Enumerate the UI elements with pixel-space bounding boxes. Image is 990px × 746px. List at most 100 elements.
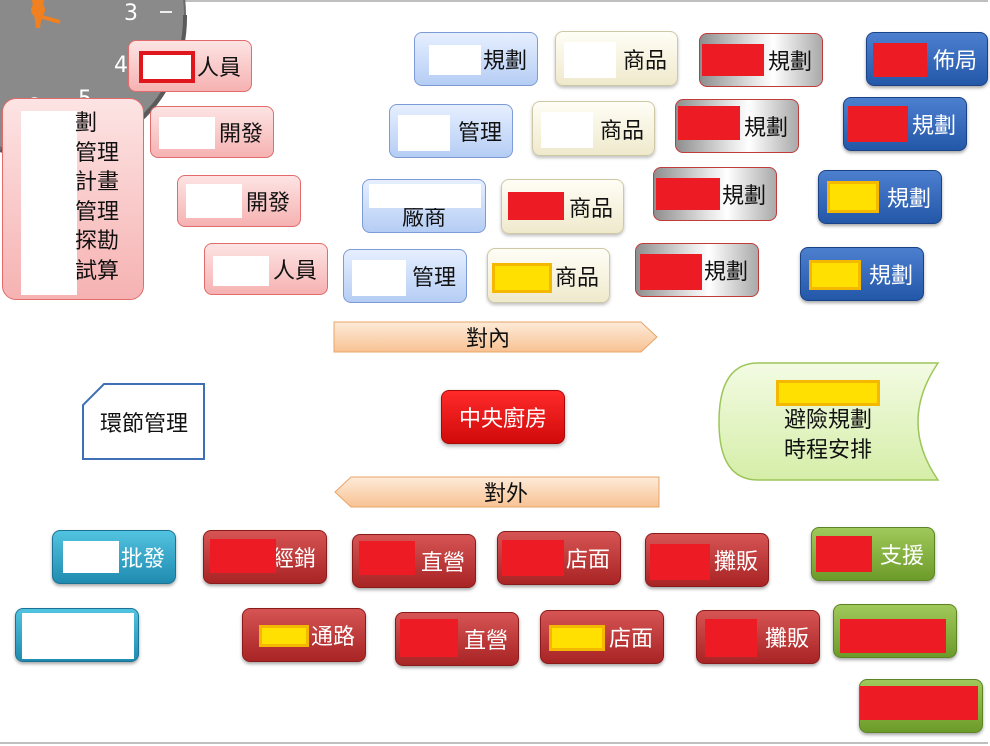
col5-box[interactable]: 規劃 [800,247,924,301]
redaction-block [186,184,242,218]
col3-box[interactable]: 商品 [555,31,678,86]
redaction-block [210,539,276,573]
bottom2-box[interactable]: 攤販 [696,610,820,664]
redaction-block [656,178,720,210]
gauge-tick-4: 4 [114,53,128,78]
redaction-block [860,686,978,720]
col4-label: 規劃 [721,184,766,209]
col5-box[interactable]: 佈局 [866,32,988,86]
redaction-block [873,43,927,77]
bottom1-label: 支援 [879,544,924,569]
gauge-tick-3: 3 [124,1,138,26]
col4-box[interactable]: 規劃 [635,243,759,297]
col2-label: 管理 [457,121,502,146]
bottom2-box[interactable]: 店面 [540,610,664,664]
redaction-block [400,619,458,657]
redaction-block [429,45,481,75]
redaction-block [63,541,119,573]
redaction-block [502,540,564,576]
redaction-block [702,44,764,76]
bottom2-box[interactable] [15,608,139,662]
left-stack-box[interactable]: 劃 管理 計畫 管理 探勘 試算 [2,98,144,300]
bottom1-box[interactable]: 攤販 [645,533,769,587]
bottom1-label: 經銷 [271,547,316,572]
left-stack-line: 管理 [75,199,120,225]
bottom2-label: 直營 [463,629,508,654]
col2-box[interactable]: 規劃 [414,32,538,86]
redaction-block [640,254,702,290]
bottom2-box[interactable] [833,604,957,658]
redaction-block [508,192,564,220]
redaction-block [549,625,605,651]
col1-box[interactable]: 人員 [128,40,252,92]
bottom1-box[interactable]: 直營 [352,534,476,588]
redaction-block [848,106,908,142]
bottom2-box[interactable]: 直營 [395,612,519,666]
redaction-block [776,378,880,408]
col1-box[interactable]: 開發 [177,175,301,227]
bottom1-box[interactable]: 店面 [497,531,621,585]
col1-label: 開發 [218,122,263,147]
extra-green-box[interactable] [859,679,983,733]
gauge-hub [31,3,45,17]
col3-box[interactable]: 商品 [501,179,624,234]
redaction-block [564,42,616,78]
redaction-block [541,112,593,148]
bottom1-box[interactable]: 經銷 [203,530,327,584]
col2-box[interactable]: 管理 [343,249,467,303]
redaction-block [827,181,879,213]
col4-box[interactable]: 規劃 [653,167,777,221]
col1-box[interactable]: 人員 [204,243,328,295]
bottom1-label: 攤販 [713,550,758,575]
col4-box[interactable]: 規劃 [675,99,799,153]
col3-label: 商品 [599,118,644,144]
col4-box[interactable]: 規劃 [699,33,823,87]
left-stack-line: 劃 [75,111,98,136]
note-shape [82,383,205,460]
bottom2-box[interactable]: 通路 [242,608,366,662]
redaction-block [159,117,215,149]
col3-box[interactable]: 商品 [532,101,655,156]
bottom1-box[interactable]: 支援 [811,527,935,581]
note-label: 環節管理 [99,412,188,437]
arrow-outward-label: 對外 [483,482,528,507]
central-kitchen-label: 中央廚房 [458,407,547,432]
col4-label: 規劃 [743,116,788,141]
col1-box[interactable]: 開發 [150,106,274,158]
redaction-block [398,115,450,151]
redaction-block [21,111,77,295]
col3-box[interactable]: 商品 [487,248,610,303]
scroll-shape [718,362,940,481]
redaction-block [352,260,406,296]
col2-box[interactable]: 管理 [389,104,513,158]
col2-label: 規劃 [482,49,527,74]
col2-label: 廠商 [401,206,446,231]
redaction-block [816,536,872,572]
redaction-block [650,544,710,580]
bottom1-label: 批發 [120,547,165,572]
bottom1-box[interactable]: 批發 [52,530,176,584]
redaction-block [776,380,880,406]
redaction-block [359,541,415,575]
redaction-block [369,184,481,208]
redaction-block [139,51,195,83]
left-stack-line: 探勘 [75,229,120,254]
col5-box[interactable]: 規劃 [843,97,967,151]
col5-box[interactable]: 規劃 [818,170,942,224]
col3-label: 商品 [554,265,599,291]
redaction-block [492,263,552,293]
central-kitchen-box[interactable]: 中央廚房 [441,390,565,444]
col2-box[interactable]: 廠商 [362,179,486,233]
left-stack-line: 計畫 [75,170,120,195]
col5-label: 規劃 [868,264,913,289]
col1-label: 人員 [272,259,317,284]
col5-label: 規劃 [911,114,956,139]
redaction-block [678,106,740,140]
scroll-text: 避險規劃 時程安排 [760,406,896,466]
col2-label: 管理 [411,266,456,291]
scroll-line: 避險規劃 [783,408,872,433]
redaction-block [840,619,946,653]
arrow-outward [334,476,660,508]
redaction-block [213,256,269,286]
